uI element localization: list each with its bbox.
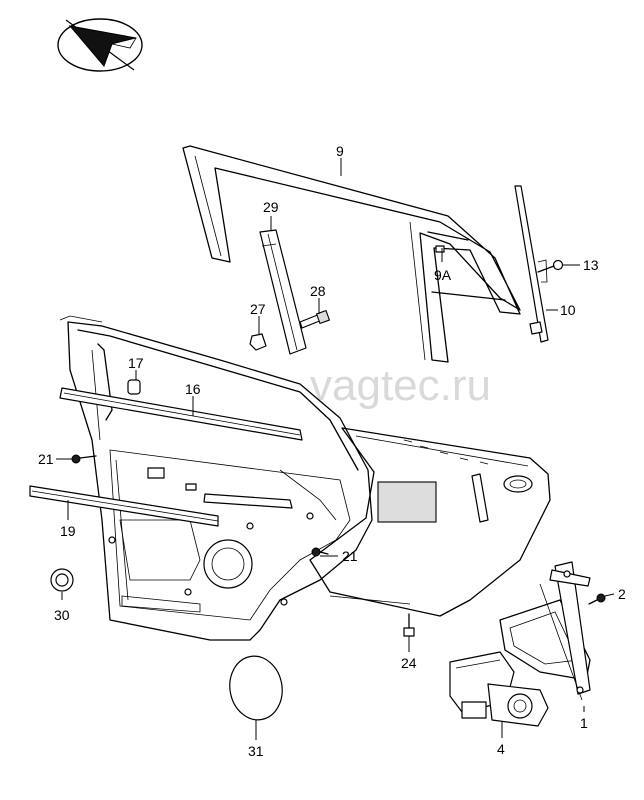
part-labels: 9 29 9A 13 28 27 10 17 16 21 19 21 2 30 … bbox=[38, 143, 626, 759]
label-19: 19 bbox=[60, 523, 76, 539]
label-9a: 9A bbox=[434, 267, 452, 283]
screw-21-lower bbox=[311, 547, 329, 557]
clip-9a bbox=[435, 245, 445, 253]
label-13: 13 bbox=[583, 257, 599, 273]
label-16: 16 bbox=[185, 381, 201, 397]
label-29: 29 bbox=[263, 199, 279, 215]
label-17: 17 bbox=[128, 355, 144, 371]
label-28: 28 bbox=[310, 283, 326, 299]
screw-2 bbox=[588, 593, 606, 605]
bolt-28 bbox=[299, 309, 331, 329]
label-10: 10 bbox=[560, 302, 576, 318]
watermark: vagtec.ru bbox=[310, 361, 491, 410]
label-24: 24 bbox=[401, 655, 417, 671]
grommet-30 bbox=[50, 568, 74, 592]
label-31: 31 bbox=[248, 743, 264, 759]
clip-17 bbox=[127, 379, 141, 395]
window-motor bbox=[449, 651, 549, 727]
window-regulator bbox=[499, 561, 591, 701]
label-2: 2 bbox=[618, 586, 626, 602]
leader-lines bbox=[56, 158, 615, 740]
clip-27 bbox=[249, 333, 267, 351]
window-strip-16 bbox=[59, 387, 303, 441]
label-21-lower: 21 bbox=[342, 548, 358, 564]
label-4: 4 bbox=[497, 741, 505, 757]
label-30: 30 bbox=[54, 607, 70, 623]
label-27: 27 bbox=[250, 301, 266, 317]
bolt-13 bbox=[537, 259, 564, 273]
label-1: 1 bbox=[580, 715, 588, 731]
screw-21-upper bbox=[71, 454, 97, 464]
bolt-24 bbox=[403, 613, 415, 637]
direction-arrow-icon bbox=[57, 18, 143, 72]
window-strip-19 bbox=[29, 485, 219, 527]
door-outer-panel bbox=[309, 427, 551, 617]
label-9: 9 bbox=[336, 143, 344, 159]
pillar-trim bbox=[259, 229, 307, 355]
rear-channel-strip bbox=[514, 185, 549, 343]
glass-run-channel bbox=[182, 145, 521, 363]
cover-31 bbox=[229, 655, 283, 721]
label-21-upper: 21 bbox=[38, 451, 54, 467]
